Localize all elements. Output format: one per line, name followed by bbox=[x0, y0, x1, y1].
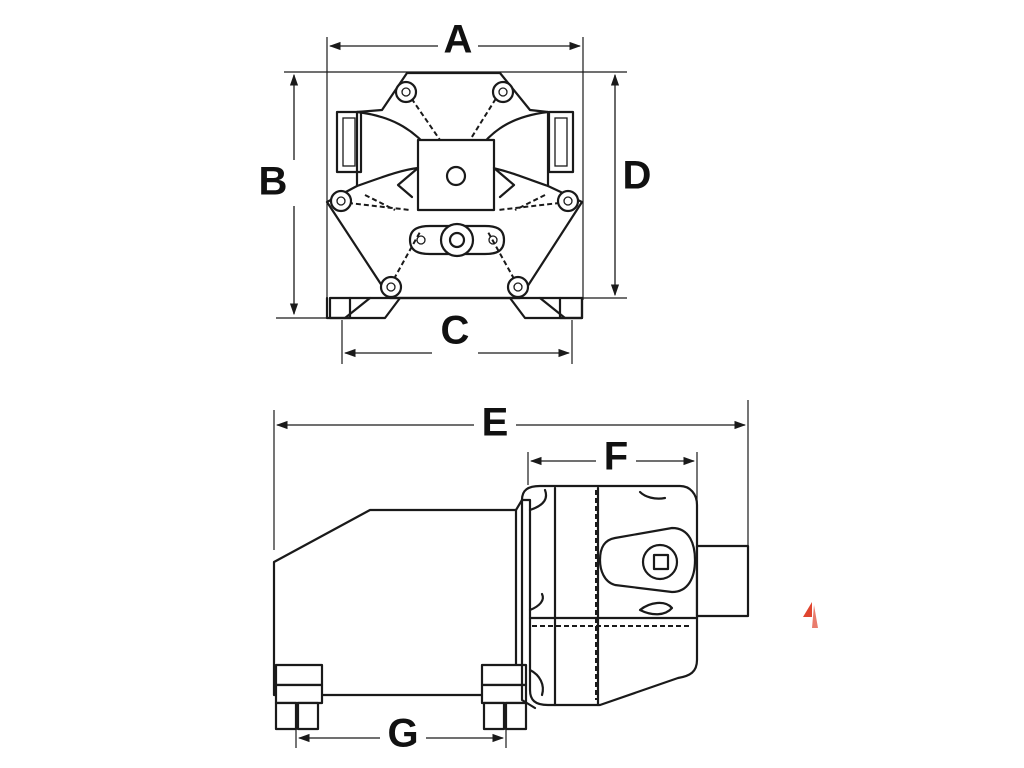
dimension-d: D bbox=[610, 73, 657, 297]
port-left-housing bbox=[335, 110, 363, 174]
port-boss bbox=[598, 526, 697, 594]
motor-feet bbox=[274, 663, 528, 731]
front-view: A B D C bbox=[256, 18, 657, 364]
dimension-b: B bbox=[256, 73, 299, 316]
dimension-label-e: E bbox=[482, 401, 509, 445]
center-housing bbox=[416, 138, 496, 212]
pump-head-front bbox=[325, 71, 584, 320]
motor-body bbox=[272, 498, 528, 731]
dimension-label-g: G bbox=[387, 712, 418, 756]
dimension-label-b: B bbox=[259, 160, 288, 204]
dimension-e: E bbox=[275, 401, 747, 445]
dimension-g: G bbox=[297, 712, 505, 758]
outlet-port bbox=[695, 544, 750, 618]
dimension-a: A bbox=[328, 18, 582, 62]
dimension-label-f: F bbox=[604, 435, 628, 479]
port-right-housing bbox=[547, 110, 575, 174]
sail-logo-icon bbox=[803, 602, 818, 628]
dimension-label-c: C bbox=[441, 309, 470, 353]
dimension-c: C bbox=[343, 309, 571, 358]
dimension-label-d: D bbox=[623, 154, 652, 198]
dimension-label-a: A bbox=[444, 18, 473, 62]
shaft-bracket bbox=[408, 224, 506, 256]
pivot-bolts bbox=[329, 80, 580, 299]
dimension-f: F bbox=[529, 435, 696, 479]
pump-head-side bbox=[520, 484, 750, 710]
side-view: E F G bbox=[272, 400, 750, 758]
